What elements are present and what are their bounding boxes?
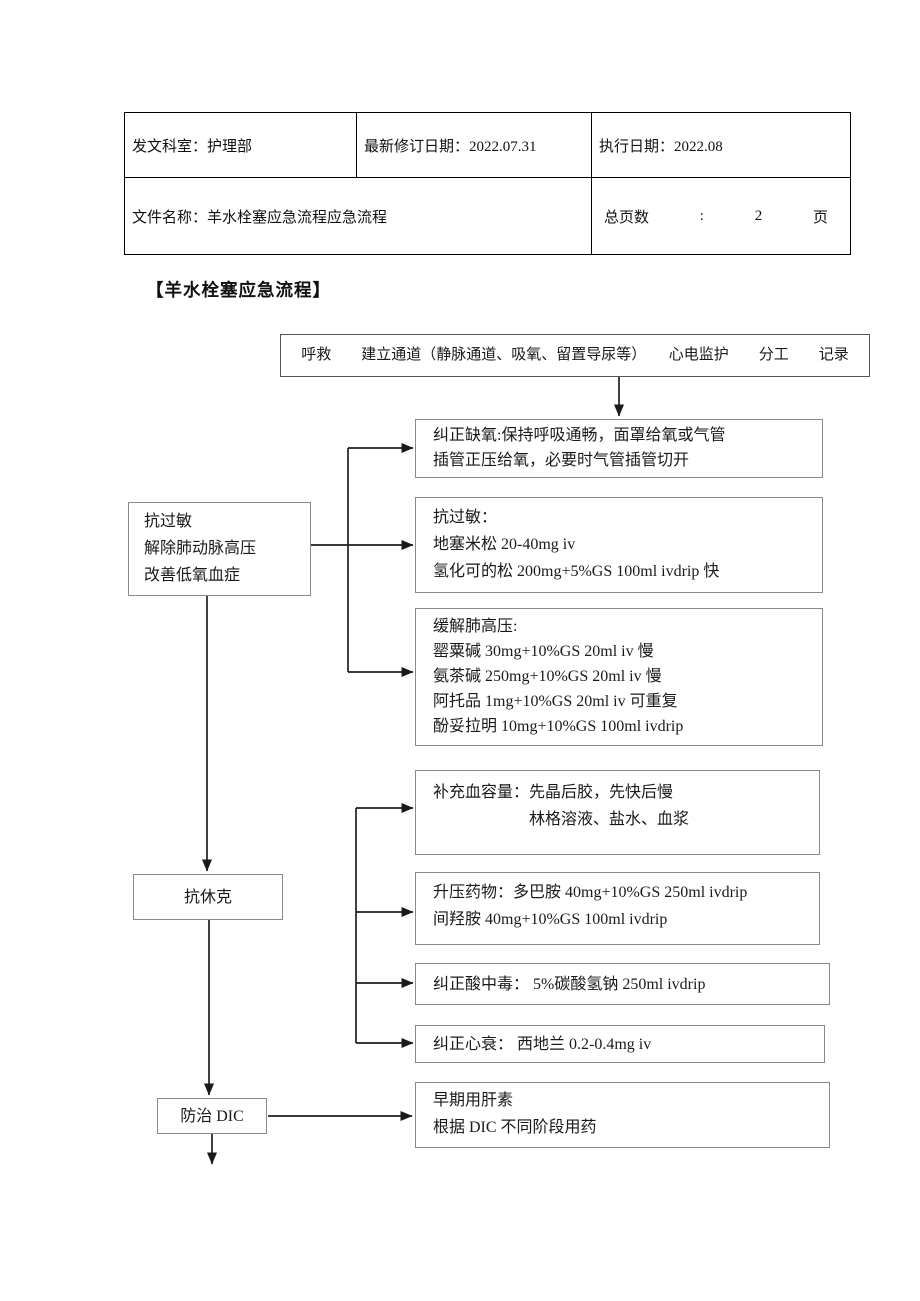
- flow-box-antiallergy: 抗过敏： 地塞米松 20-40mg iv 氢化可的松 200mg+5%GS 10…: [415, 497, 823, 593]
- total-pages-label: 总页数: [604, 209, 650, 226]
- total-pages-cell: 总页数 : 2 页: [591, 177, 851, 255]
- flow-box-correct-hypoxia: 纠正缺氧:保持呼吸通畅，面罩给氧或气管 插管正压给氧，必要时气管插管切开: [415, 419, 823, 478]
- total-pages-value: 2: [754, 207, 763, 224]
- flow-box-pulmonary-hypertension: 缓解肺高压: 罂粟碱 30mg+10%GS 20ml iv 慢 氨茶碱 250m…: [415, 608, 823, 746]
- total-pages-colon: :: [699, 207, 704, 224]
- total-pages-unit: 页: [812, 209, 828, 226]
- revision-date-cell: 最新修订日期：2022.07.31: [356, 112, 592, 178]
- issuing-dept-cell: 发文科室：护理部: [124, 112, 357, 178]
- flow-box-correct-acidosis: 纠正酸中毒： 5%碳酸氢钠 250ml ivdrip: [415, 963, 830, 1005]
- file-name-cell: 文件名称：羊水栓塞应急流程应急流程: [124, 177, 592, 255]
- flow-box-start: 呼救 建立通道（静脉通道、吸氧、留置导尿等） 心电监护 分工 记录: [280, 334, 870, 377]
- flow-box-goals: 抗过敏 解除肺动脉高压 改善低氧血症: [128, 502, 311, 596]
- flow-box-correct-heart-failure: 纠正心衰： 西地兰 0.2-0.4mg iv: [415, 1025, 825, 1063]
- page-title: 【羊水栓塞应急流程】: [146, 280, 331, 300]
- flow-box-blood-volume: 补充血容量：先晶后胶，先快后慢 林格溶液、盐水、血浆: [415, 770, 820, 855]
- flow-box-dic: 防治 DIC: [157, 1098, 267, 1134]
- effective-date-cell: 执行日期：2022.08: [591, 112, 851, 178]
- flow-box-antishock: 抗休克: [133, 874, 283, 920]
- flow-box-heparin: 早期用肝素 根据 DIC 不同阶段用药: [415, 1082, 830, 1148]
- flow-box-pressor-drugs: 升压药物：多巴胺 40mg+10%GS 250ml ivdrip 间羟胺 40m…: [415, 872, 820, 945]
- header-table: 发文科室：护理部 最新修订日期：2022.07.31 执行日期：2022.08 …: [124, 112, 851, 255]
